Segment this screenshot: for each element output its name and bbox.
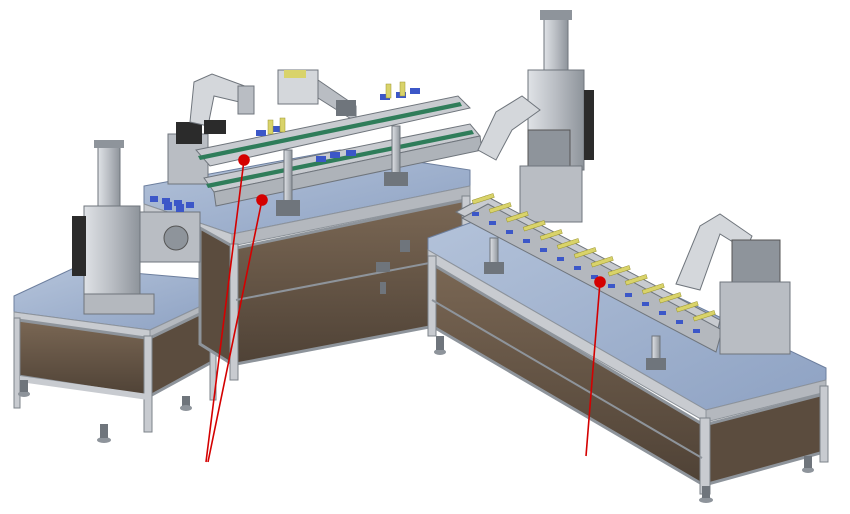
conveyor-roller [693,329,700,333]
right-lift-actuator [477,10,594,223]
conveyor-bracket [505,211,529,223]
conveyor-bracket [675,301,699,313]
conveyor-bracket [522,220,546,232]
conveyor-bracket [641,283,665,295]
conveyor-roller [506,230,513,234]
top-slide-unit [277,69,357,123]
callout-dot-upper [238,154,250,166]
conveyor-roller [625,293,632,297]
conveyor-bracket [488,202,512,214]
center-table [143,149,471,381]
conveyor-bracket [539,229,563,241]
conveyor-roller [676,320,683,324]
conveyor-bracket [573,247,597,259]
callout-line-upper [205,159,245,463]
callout-dot-right [594,276,606,288]
conveyor-roller [574,266,581,270]
callout-dot-lower [256,194,268,206]
left-lift-actuator [72,140,201,315]
conveyor-roller [608,284,615,288]
callouts [205,154,606,463]
conveyor-bracket [624,274,648,286]
center-robot-arm [167,73,255,185]
conveyor-bracket [692,310,716,322]
conveyor-roller [472,212,479,216]
left-table [13,267,217,443]
conveyor-roller [642,302,649,306]
right-table [180,211,829,503]
conveyor-bracket [590,256,614,268]
conveyor-bracket [556,238,580,250]
conveyor-roller [523,239,530,243]
conveyor-bracket [471,193,495,205]
callout-line-right [585,281,601,457]
conveyor-bracket [607,265,631,277]
right-end-robot [675,213,791,355]
callout-line-lower [207,199,263,463]
conveyor-roller [557,257,564,261]
right-conveyor [454,193,723,370]
twin-conveyors [164,81,483,216]
conveyor-roller [659,311,666,315]
conveyor-roller [591,275,598,279]
conveyor-roller [489,221,496,225]
conveyor-roller [540,248,547,252]
conveyor-bracket [658,292,682,304]
